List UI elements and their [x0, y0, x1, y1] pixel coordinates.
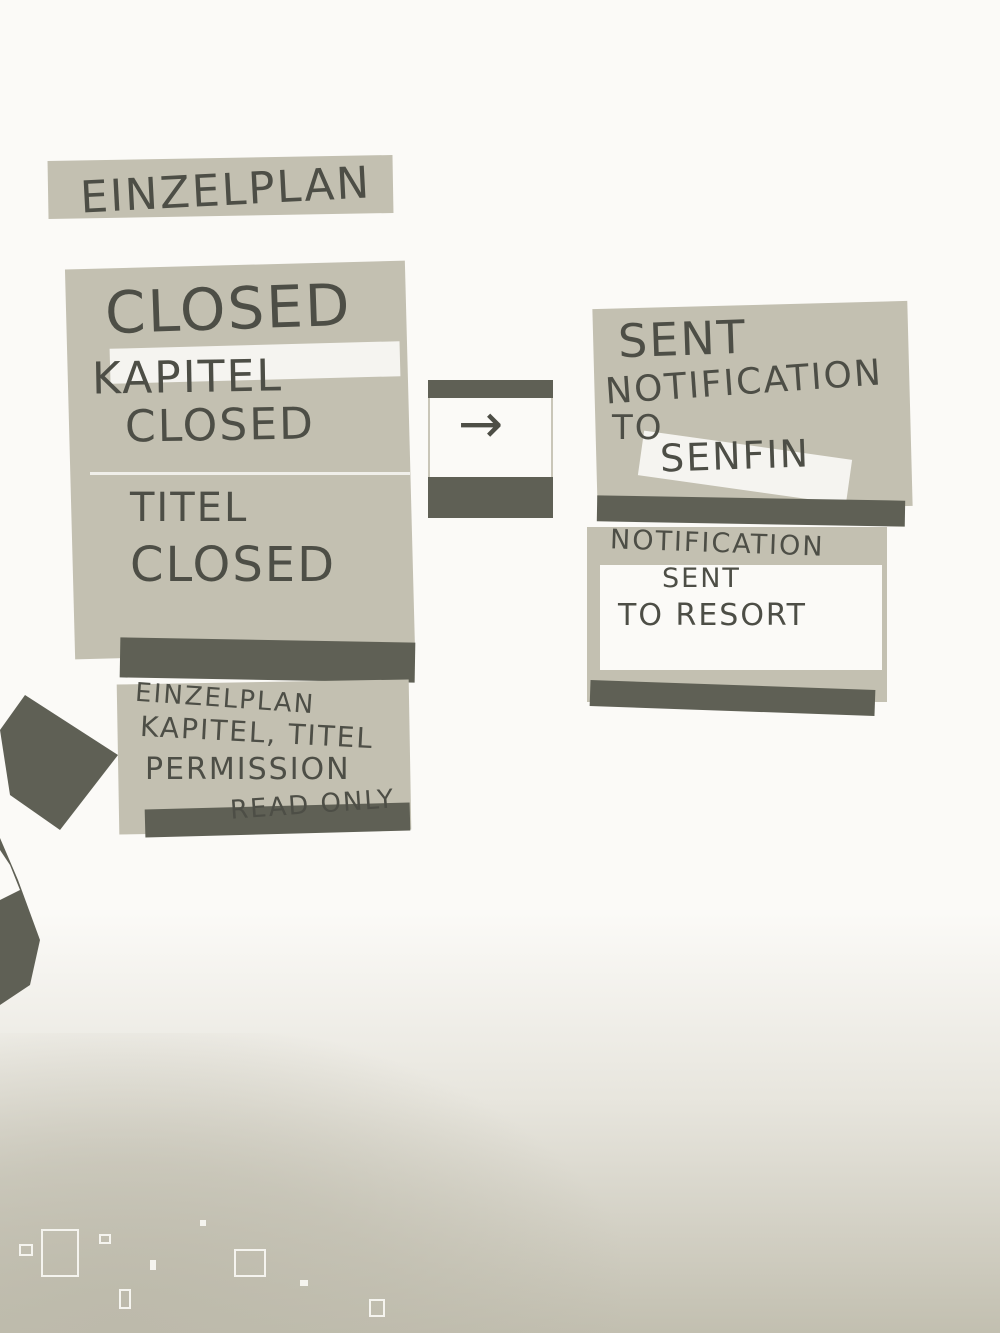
- left-stack-line2: KAPITEL: [91, 350, 284, 405]
- floor-speckles: [19, 1220, 385, 1317]
- left-stack-line5: CLOSED: [130, 537, 337, 593]
- left-stack-line4: TITEL: [130, 485, 249, 531]
- left-stack-shadow: [119, 637, 416, 683]
- right-top-shadow: [596, 495, 906, 527]
- arrow-note-top-band: [428, 380, 553, 398]
- right-top-line4: SENFIN: [659, 431, 811, 481]
- right-bottom-white-area: [600, 565, 882, 670]
- arrow-icon: →: [458, 392, 504, 455]
- left-stack-divider: [90, 472, 410, 475]
- arrow-note-bottom-band: [428, 477, 553, 518]
- floor-shade: [0, 1033, 620, 1333]
- left-stack-line1: CLOSED: [103, 270, 353, 348]
- dark-object-left: [0, 695, 118, 1005]
- right-top-line1: SENT: [617, 309, 748, 369]
- right-bottom-line3: TO RESORT: [618, 598, 807, 633]
- right-bottom-line2: SENT: [662, 563, 741, 594]
- right-top-line3: TO: [612, 408, 664, 448]
- permission-line3: PERMISSION: [145, 752, 351, 787]
- left-stack-line3: CLOSED: [124, 398, 316, 453]
